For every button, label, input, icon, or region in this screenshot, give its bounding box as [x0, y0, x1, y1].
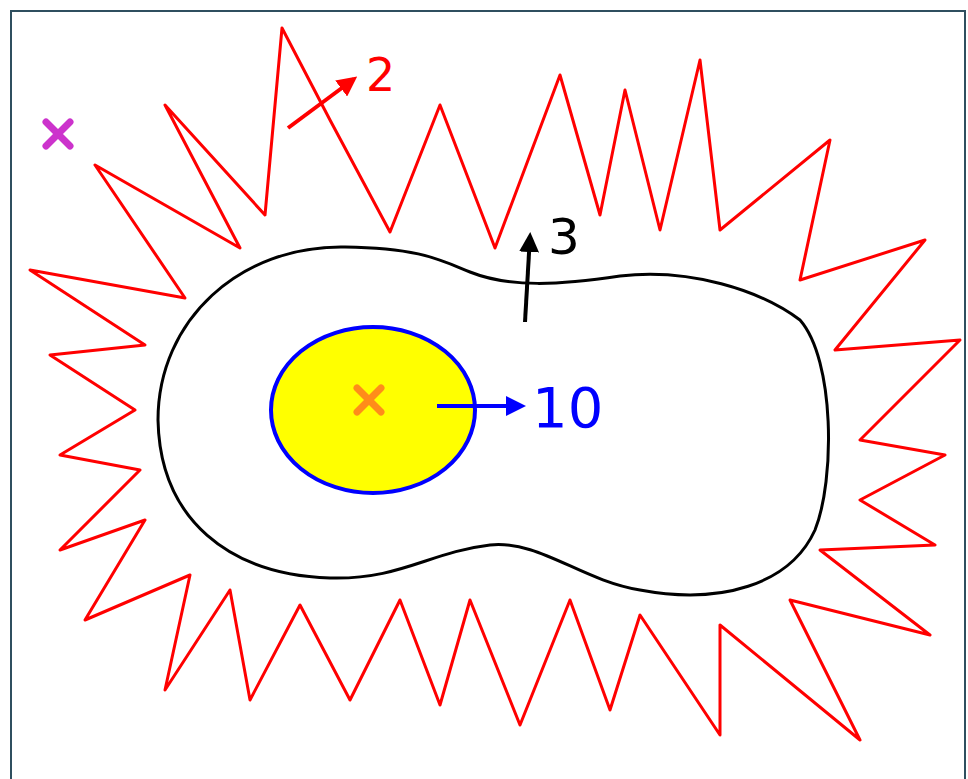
callout-number: 2 — [366, 52, 395, 98]
speed-arrow — [525, 236, 530, 322]
smooth-front — [158, 247, 829, 595]
initial-region — [271, 327, 475, 493]
orange-cross — [357, 388, 381, 412]
speed-arrow — [437, 404, 522, 408]
speed-arrow — [288, 79, 354, 128]
callout-number: 3 — [548, 212, 580, 262]
frame — [11, 11, 965, 779]
magenta-cross — [46, 122, 70, 146]
spiky-front — [30, 28, 960, 740]
callout-number: 10 — [532, 380, 603, 436]
